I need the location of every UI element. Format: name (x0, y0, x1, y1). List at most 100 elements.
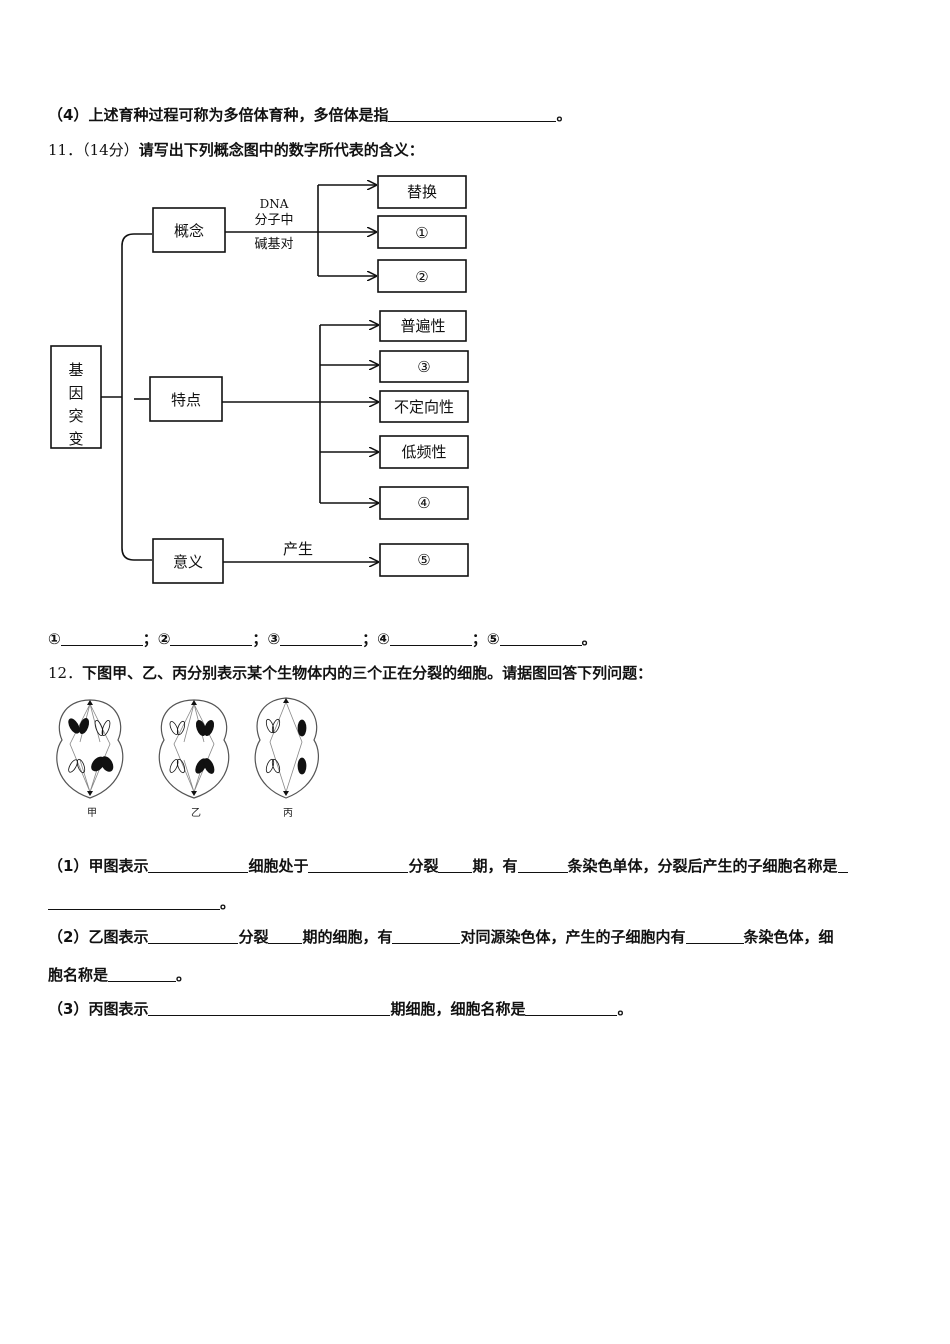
concept-edge-line1: DNA (260, 197, 289, 211)
chromosome (94, 720, 104, 736)
part-label: （1） (48, 857, 89, 875)
target-box (379, 543, 469, 577)
meaning-box (152, 538, 224, 584)
answer-blank[interactable] (108, 967, 177, 982)
answer-blank[interactable] (499, 631, 582, 646)
part-label: （2） (48, 928, 89, 946)
answer-blank[interactable] (148, 858, 249, 873)
target-label: 低频性 (401, 443, 446, 461)
answer-blank[interactable] (438, 858, 473, 873)
chromosome (68, 718, 80, 734)
q12-part1-line2: 。 (48, 892, 235, 913)
spindle-fibers (173, 703, 215, 793)
chromosome (265, 718, 275, 734)
target-box (379, 350, 469, 383)
answer-blank[interactable] (148, 929, 239, 944)
q12-part1-line1: （1）甲图表示细胞处于分裂期，有条染色单体，分裂后产生的子细胞名称是 (48, 855, 848, 876)
chromosome (297, 757, 307, 775)
question-score: （14分） (82, 141, 139, 159)
concept-edge-line3: 碱基对 (254, 237, 293, 252)
target-label: ② (415, 268, 428, 286)
answer-blank[interactable] (148, 1001, 391, 1016)
target-label: 普遍性 (400, 317, 445, 335)
target-box (379, 486, 469, 520)
chromosome (78, 717, 90, 735)
q11-header: 11．（14分）请写出下列概念图中的数字所代表的含义： (48, 139, 424, 160)
spindle-fibers (69, 703, 111, 793)
target-label: ④ (417, 494, 430, 512)
meaning-edge-label: 产生 (283, 540, 313, 558)
answer-blank[interactable] (685, 929, 744, 944)
chromosome (176, 720, 186, 736)
answer-blank[interactable] (837, 858, 848, 873)
target-label: ③ (417, 358, 430, 376)
question-prompt: 下图甲、乙、丙分别表示某个生物体内的三个正在分裂的细胞。请据图回答下列问题： (82, 664, 653, 682)
cell-label: 乙 (191, 807, 201, 819)
chromosome (203, 758, 215, 774)
answer-blank[interactable] (525, 1001, 618, 1016)
feature-box (149, 376, 223, 422)
part-label: （3） (48, 1000, 89, 1018)
target-label: 替换 (407, 183, 437, 201)
chromosome (176, 758, 186, 774)
chromosome (271, 758, 281, 774)
root-char: 突 (68, 407, 83, 425)
concept-box (152, 207, 226, 253)
answer-blank[interactable] (308, 858, 409, 873)
chromosome (271, 718, 281, 734)
q11-answer-line: ①；②；③；④；⑤。 (48, 630, 597, 648)
question-number: 12． (48, 664, 83, 682)
question-prompt: 请写出下列概念图中的数字所代表的含义： (138, 141, 424, 159)
chromosome (203, 719, 215, 737)
centriole (283, 698, 289, 796)
chromosome (68, 759, 78, 773)
meaning-label: 意义 (173, 553, 203, 571)
target-box (377, 259, 467, 293)
root-char: 变 (68, 430, 83, 448)
answer-blank[interactable] (388, 107, 557, 122)
q10-part4-line: （4）上述育种过程可称为多倍体育种，多倍体是指。 (48, 106, 572, 124)
q12-part3-line: （3）丙图表示期细胞，细胞名称是。 (48, 1000, 633, 1018)
bracket (121, 233, 135, 561)
target-box (379, 435, 469, 469)
answer-blank[interactable] (392, 929, 461, 944)
chromosome (169, 721, 179, 735)
answer-blank[interactable] (60, 631, 143, 646)
answer-blank[interactable] (389, 631, 472, 646)
feature-label: 特点 (171, 391, 201, 409)
target-label: 不定向性 (394, 398, 454, 416)
concept-edge-line2: 分子中 (254, 213, 293, 228)
answer-blank[interactable] (517, 858, 568, 873)
q12-header: 12．下图甲、乙、丙分别表示某个生物体内的三个正在分裂的细胞。请据图回答下列问题… (48, 662, 652, 683)
cell-label: 甲 (87, 808, 97, 819)
target-label: ① (415, 224, 428, 242)
part-label: （4） (48, 106, 89, 124)
root-char: 基 (68, 361, 83, 379)
centriole (191, 700, 197, 796)
cell-outline (158, 699, 230, 799)
answer-blank[interactable] (170, 631, 253, 646)
cell-label: 丙 (283, 808, 293, 819)
answer-blank[interactable] (48, 895, 220, 910)
chromosome (100, 756, 114, 772)
answer-blank[interactable] (268, 929, 303, 944)
target-box (379, 310, 467, 342)
chromosome (169, 759, 179, 773)
centriole (87, 700, 93, 796)
concept-label: 概念 (174, 222, 204, 240)
concept-map-diagram: 基 因 突 变 概念 特点 意义 DNA 分子中 碱基对 产生 替换 ① ② 普… (50, 175, 469, 584)
target-box (377, 215, 467, 249)
target-box (377, 175, 467, 209)
target-label: ⑤ (417, 551, 430, 569)
question-number: 11． (48, 141, 83, 159)
q12-part2-line2: 胞名称是。 (48, 966, 192, 984)
target-box (379, 390, 469, 423)
chromosome (101, 720, 111, 736)
chromosome (265, 758, 275, 774)
answer-blank[interactable] (280, 631, 363, 646)
cell-division-figure: 甲 乙 丙 (56, 697, 320, 819)
cell-outline (254, 697, 320, 799)
root-char: 因 (68, 384, 83, 402)
question-text: 上述育种过程可称为多倍体育种，多倍体是指 (88, 106, 389, 124)
spindle-fibers (269, 701, 303, 793)
